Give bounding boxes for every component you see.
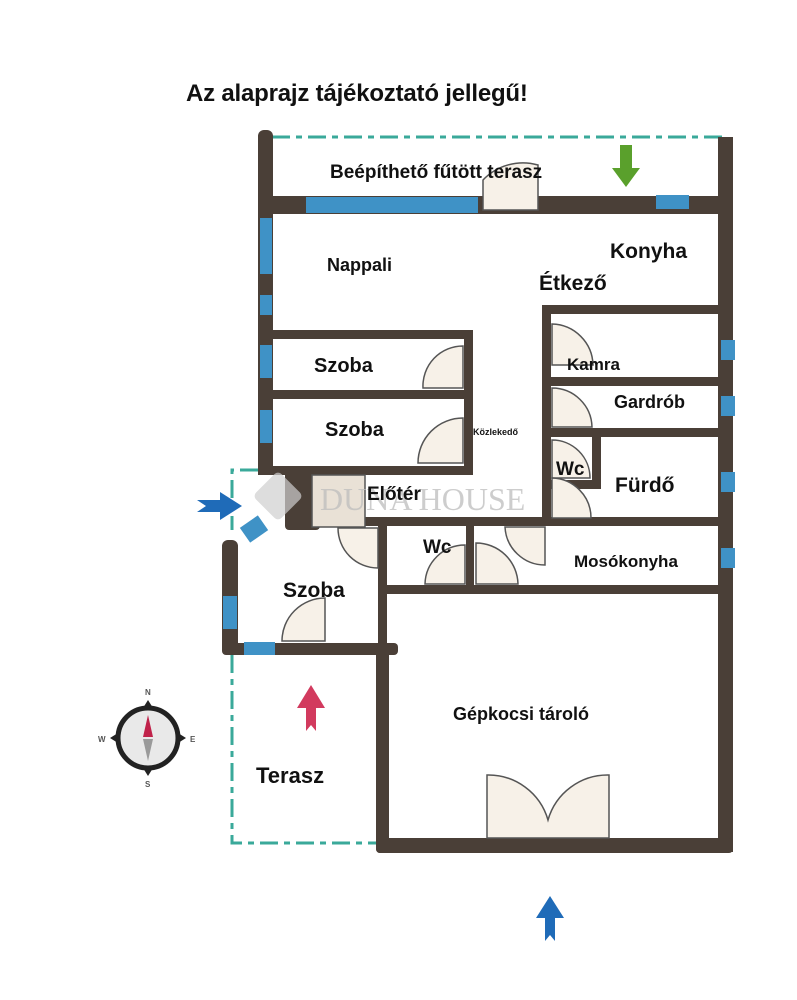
label-room2: Szoba	[325, 419, 385, 441]
label-wardrobe: Gardrób	[614, 392, 685, 412]
compass-icon: N E S W	[98, 688, 196, 789]
door-wc2	[424, 544, 466, 585]
door-pantry	[551, 323, 594, 366]
arrow-up-blue-icon	[536, 896, 564, 941]
label-terrace: Terasz	[256, 763, 324, 788]
label-living: Nappali	[327, 255, 392, 275]
door-terrace	[482, 162, 539, 211]
window	[244, 642, 275, 655]
door-wc1	[551, 439, 591, 479]
label-dining: Étkező	[539, 272, 607, 295]
window	[260, 218, 272, 274]
window	[260, 410, 272, 443]
window	[721, 472, 735, 492]
label-garage: Gépkocsi tároló	[453, 704, 589, 724]
plan-disclaimer-title: Az alaprajz tájékoztató jellegű!	[186, 80, 528, 107]
label-laundry: Mosókonyha	[574, 552, 678, 571]
door-hall-swing	[337, 527, 379, 569]
window	[721, 548, 735, 568]
windows	[223, 195, 735, 655]
label-kitchen: Konyha	[610, 240, 687, 263]
entrance-arrows	[197, 145, 640, 941]
label-terrace-top: Beépíthető fűtött terasz	[330, 162, 542, 183]
label-wc1: Wc	[556, 459, 585, 480]
window	[721, 396, 735, 416]
door-wardrobe	[551, 387, 593, 428]
label-corridor: Közlekedő	[473, 427, 519, 437]
label-wc2: Wc	[423, 537, 452, 558]
window	[306, 197, 478, 213]
garage-door	[486, 774, 610, 839]
compass-south: S	[145, 780, 151, 789]
arrow-up-red-icon	[297, 685, 325, 731]
window	[239, 515, 269, 543]
watermark: DUNA HOUSE	[254, 472, 525, 520]
door-hall	[311, 474, 366, 528]
door-room2	[417, 417, 464, 464]
room-labels: Beépíthető fűtött terasz Nappali Konyha …	[256, 162, 687, 788]
compass-west: W	[98, 735, 106, 744]
window	[656, 195, 689, 209]
arrow-down-green-icon	[612, 145, 640, 187]
label-hall: Előtér	[367, 484, 421, 505]
arrow-right-blue-icon	[197, 492, 242, 520]
doors	[281, 162, 610, 839]
label-room3: Szoba	[283, 579, 345, 602]
door-laundry-1	[475, 542, 519, 585]
label-room1: Szoba	[314, 355, 374, 377]
window	[260, 295, 272, 315]
door-laundry-2	[504, 526, 546, 566]
door-bath	[551, 477, 592, 519]
compass-north: N	[145, 688, 151, 697]
window	[223, 596, 237, 629]
label-pantry: Kamra	[567, 355, 620, 374]
door-room3	[281, 597, 326, 642]
window	[260, 345, 272, 378]
watermark-text: DUNA HOUSE	[320, 481, 525, 517]
door-room1	[422, 345, 464, 389]
label-bathroom: Fürdő	[615, 474, 674, 497]
window	[721, 340, 735, 360]
compass-east: E	[190, 735, 196, 744]
